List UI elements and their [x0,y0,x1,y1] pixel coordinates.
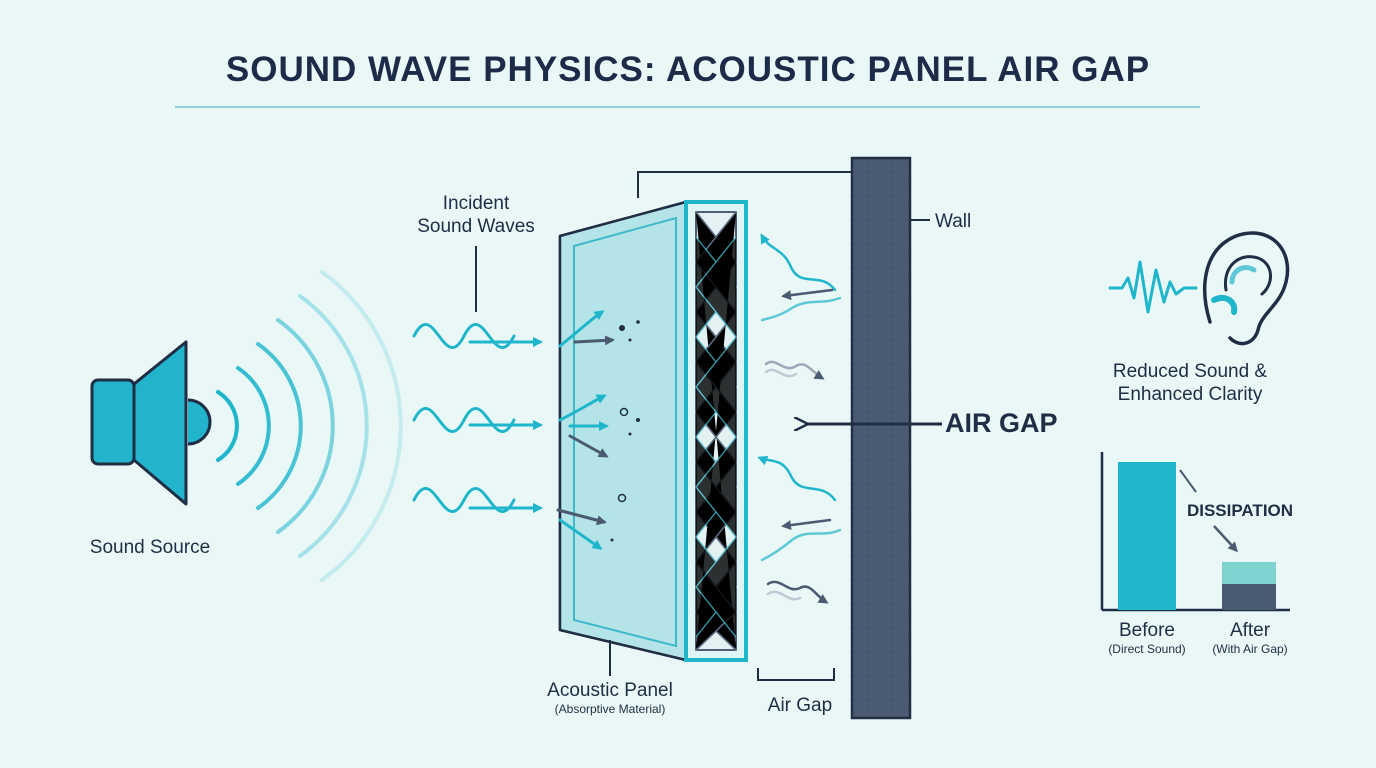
panel-wall-connector [637,171,852,198]
incident-waves [412,323,543,513]
page-title: SOUND WAVE PHYSICS: ACOUSTIC PANEL AIR G… [225,50,1151,89]
bar-before [1118,462,1176,610]
label-after-sub: (With Air Gap) [1212,642,1288,656]
bar-after-dissipated [1222,562,1276,584]
bar-after [1222,584,1276,610]
label-wall: Wall [935,211,972,232]
waveform-icon [1108,260,1198,314]
acoustic-panel [558,200,748,662]
air-gap-bracket [757,668,835,681]
absorbed-arrows [556,310,615,550]
label-incident-line2: Sound Waves [417,216,535,237]
label-reduced-line1: Reduced Sound & [1112,361,1268,382]
label-before-title: Before [1119,620,1175,641]
wall [850,156,912,720]
label-reduced: Reduced Sound & Enhanced Clarity [1090,360,1290,406]
label-before-sub: (Direct Sound) [1108,642,1186,656]
label-air-gap-callout: AIR GAP [945,408,1058,438]
sound-arcs [216,270,403,582]
dissipation-arrow [1213,525,1239,553]
ear-icon [1203,231,1290,346]
label-incident-line1: Incident [442,193,510,214]
label-incident: Incident Sound Waves [395,192,557,238]
reflected-waves [757,233,842,604]
label-dissipation: DISSIPATION [1186,501,1294,520]
label-before: Before (Direct Sound) [1092,620,1202,656]
dissipation-leader [1179,469,1197,493]
comparison-chart [1100,452,1290,612]
label-reduced-line2: Enhanced Clarity [1117,384,1263,405]
speaker-icon [90,340,212,506]
label-air-gap: Air Gap [767,695,833,716]
label-acoustic-panel-sub: (Absorptive Material) [554,702,666,716]
label-acoustic-panel-title: Acoustic Panel [547,680,673,701]
label-after-title: After [1229,620,1271,641]
particles [610,320,640,542]
label-sound-source: Sound Source [89,537,211,558]
label-acoustic-panel: Acoustic Panel (Absorptive Material) [520,680,700,716]
label-after: After (With Air Gap) [1196,620,1304,656]
